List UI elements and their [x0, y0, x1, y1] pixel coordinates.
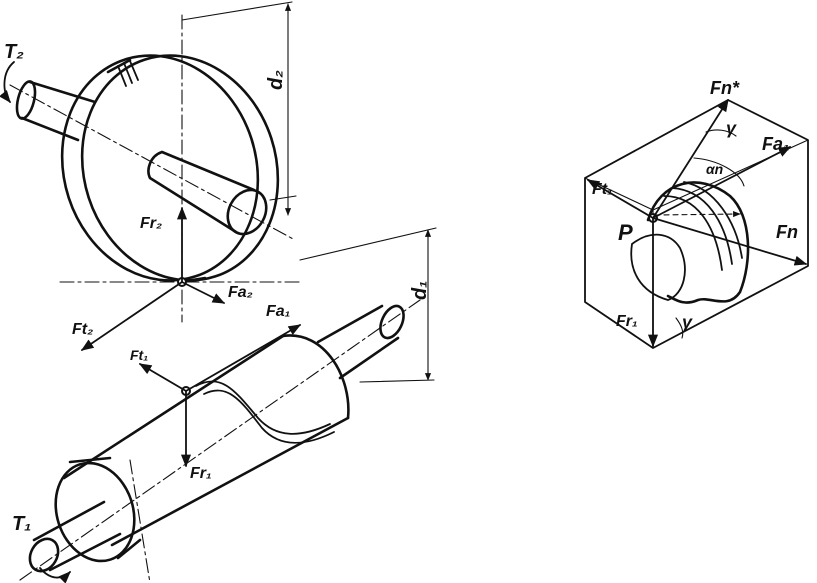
- fr-right-label: Fr₁: [616, 313, 638, 330]
- worm-axis-line: [19, 299, 421, 581]
- gamma-bottom-arc: [675, 317, 684, 339]
- fa-right-arrow: [652, 146, 792, 219]
- tooth-profile: [646, 181, 750, 304]
- wheel-rim-top: [106, 58, 132, 74]
- ft-right-arrow: [586, 179, 654, 219]
- worm-thread-1: [195, 380, 331, 435]
- gamma-bottom-label: γ: [682, 312, 693, 332]
- ft1-arrow: [138, 363, 187, 392]
- fr1-label: Fr₁: [190, 465, 212, 482]
- d2-extension-lines: [181, 1, 297, 201]
- worm: d₁ T₁ Fr₁ Ft₁ Fa₁: [12, 227, 437, 583]
- gamma-top-label: γ: [726, 118, 737, 138]
- fa1-arrow: [185, 324, 302, 392]
- ft2-arrow: [80, 281, 183, 351]
- worm-wheel: d₂ T₂ Fr₂ Fa₂ Ft₂: [0, 1, 301, 351]
- ft-right-label: Ft₁: [592, 181, 613, 198]
- fn-arrow: [652, 217, 808, 266]
- fr2-label: Fr₂: [140, 215, 162, 232]
- t2-moment-arrow: [0, 61, 15, 103]
- t2-label: T₂: [4, 41, 24, 63]
- alpha-n-arc: [693, 157, 745, 187]
- wheel-tooth-marks: [117, 60, 139, 87]
- fn-star-label: Fn*: [710, 78, 740, 98]
- wheel-axis-line: [9, 84, 296, 241]
- worm-shaft-right-end: [379, 304, 405, 340]
- ft2-label: Ft₂: [72, 321, 93, 338]
- alpha-n-label: αn: [706, 161, 723, 177]
- wheel-front-face: [80, 54, 280, 282]
- worm-collar-side: [68, 456, 142, 560]
- t1-moment-arrow: [39, 567, 71, 583]
- fa2-arrow: [181, 281, 226, 304]
- tooth-dashed-arrow: [654, 211, 741, 218]
- worm-vertical-line: [129, 459, 151, 583]
- wheel-shaft-front: [147, 150, 256, 234]
- gamma-top-arc: [705, 129, 737, 137]
- worm-shaft-left-end: [28, 537, 60, 573]
- t1-label: T₁: [12, 513, 31, 535]
- wheel-back-face: [60, 54, 260, 282]
- fn-star-arrow: [652, 98, 729, 219]
- d1-label: d₁: [409, 281, 431, 300]
- worm-collar: [54, 461, 136, 563]
- p-label: P: [618, 220, 633, 245]
- worm-shaft-right: [316, 304, 400, 380]
- ft1-label: Ft₁: [130, 347, 148, 363]
- worm-right-end: [281, 334, 350, 420]
- worm-thread-2: [203, 389, 335, 444]
- d2-label: d₂: [265, 70, 287, 90]
- wheel-shaft-back-end: [15, 80, 37, 120]
- fa1-label: Fa₁: [266, 303, 290, 320]
- worm-body-outline: [62, 334, 350, 547]
- fn-label: Fn: [776, 222, 798, 242]
- worm-shaft-left: [32, 500, 122, 572]
- tooth-flank-lines: [663, 181, 743, 271]
- wheel-shaft-front-end: [226, 188, 268, 236]
- fa2-label: Fa₂: [228, 284, 253, 301]
- force-decomposition: P Fn* Fa₁ Ft₁ Fn Fr₁ γ αn γ: [584, 78, 809, 349]
- wheel-shaft-back: [20, 80, 97, 142]
- d1-extension-lines: [299, 227, 437, 383]
- fa-right-label: Fa₁: [762, 134, 789, 154]
- tooth-cross-section: [630, 233, 686, 301]
